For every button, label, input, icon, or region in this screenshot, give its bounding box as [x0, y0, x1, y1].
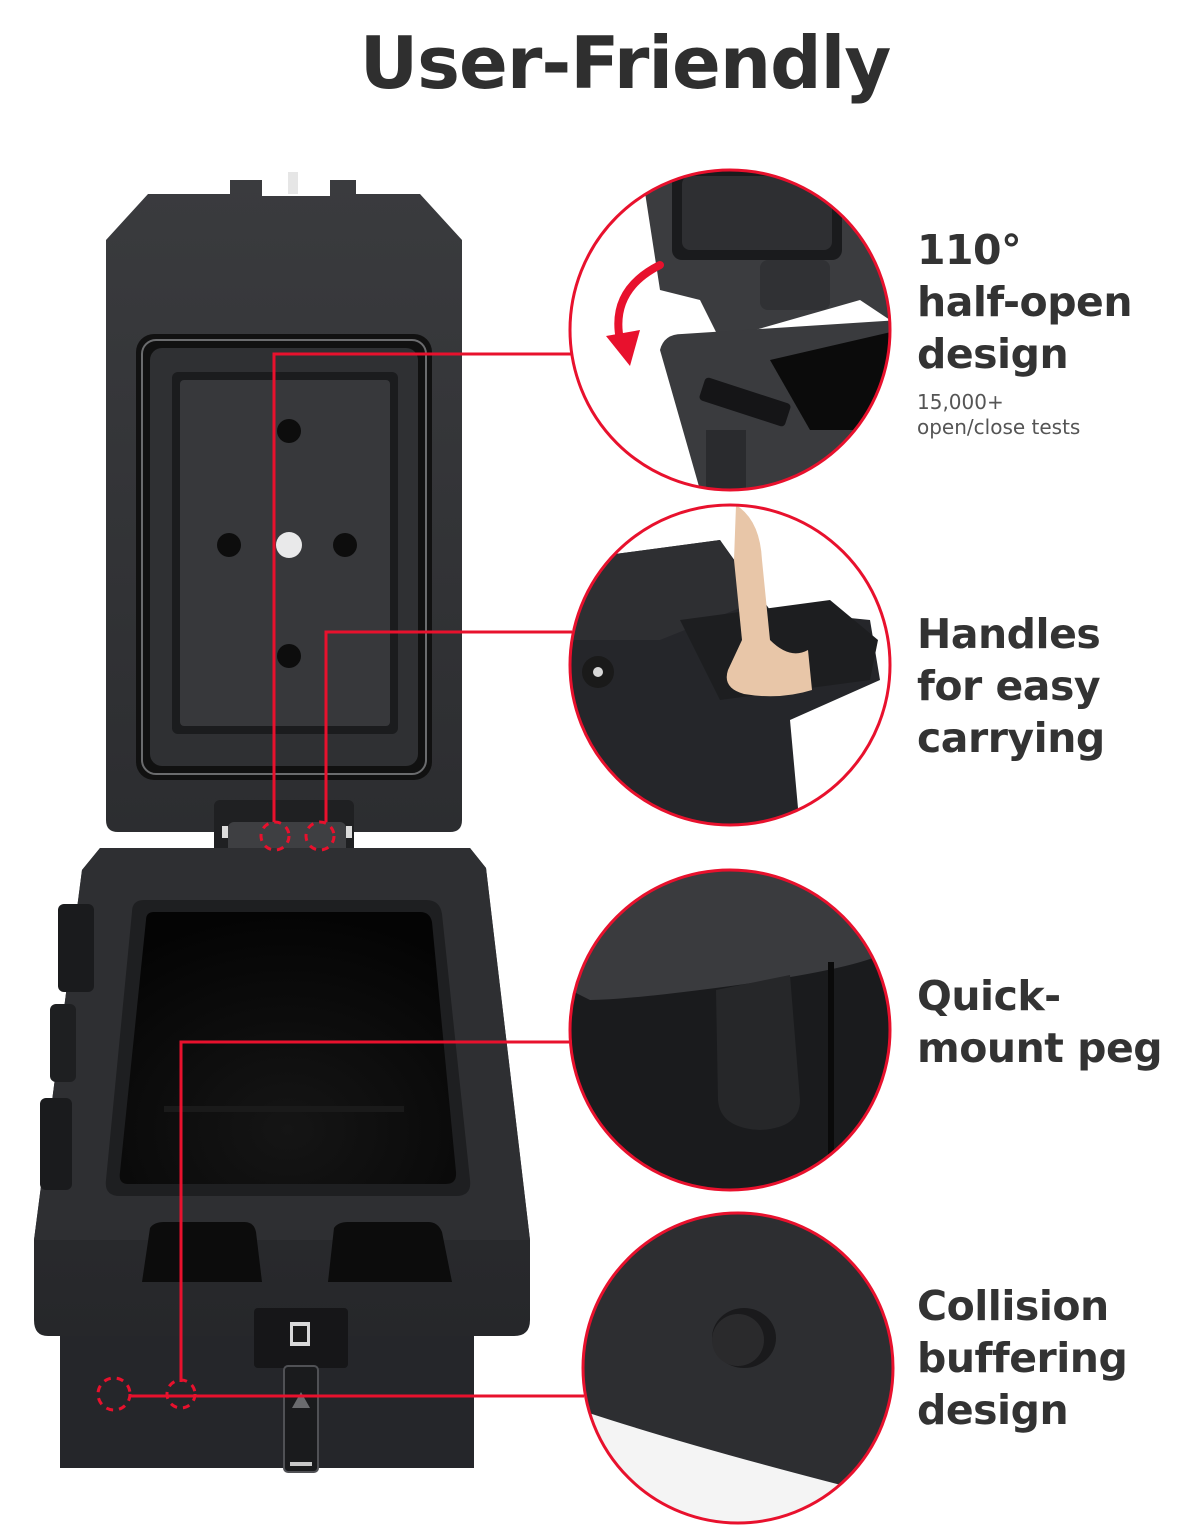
- marker-hinge-left: [259, 820, 291, 852]
- feature-line: design: [917, 330, 1069, 378]
- connector-hinge: [272, 352, 572, 822]
- feature-subtext: 15,000+: [917, 390, 1004, 414]
- feature-mount-peg: Quick- mount peg: [917, 970, 1163, 1074]
- feature-line: Handles: [917, 610, 1101, 658]
- connector-lines: [130, 352, 584, 1398]
- feature-line: Collision: [917, 1282, 1109, 1330]
- closeup-bumper: [581, 1211, 895, 1525]
- hinge: [214, 800, 354, 860]
- page-title: User-Friendly: [359, 21, 892, 105]
- feature-handles: Handles for easy carrying: [917, 608, 1105, 764]
- closeup-handle: [568, 503, 892, 827]
- feature-line: Quick-: [917, 972, 1061, 1020]
- feature-line: for easy: [917, 662, 1101, 710]
- closeup-mount-peg: [568, 868, 892, 1192]
- feature-line: carrying: [917, 714, 1105, 762]
- connector-peg: [179, 1040, 572, 1382]
- marker-hinge-right: [304, 820, 336, 852]
- feature-line: buffering: [917, 1334, 1128, 1382]
- feature-line: 110°: [917, 226, 1022, 274]
- marker-peg: [165, 1378, 197, 1410]
- feature-line: mount peg: [917, 1024, 1163, 1072]
- marker-bumper: [96, 1376, 132, 1412]
- closeup-hinge: [568, 168, 892, 492]
- feature-subtext: open/close tests: [917, 415, 1081, 439]
- feature-collision-buffer: Collision buffering design: [917, 1280, 1128, 1436]
- feature-line: design: [917, 1386, 1069, 1434]
- feature-half-open: 110° half-open design 15,000+ open/close…: [917, 224, 1133, 440]
- box-lid: [106, 172, 462, 832]
- connector-handle: [324, 630, 572, 822]
- box-body: [34, 848, 530, 1473]
- dashed-markers: [96, 820, 336, 1412]
- feature-line: half-open: [917, 278, 1133, 326]
